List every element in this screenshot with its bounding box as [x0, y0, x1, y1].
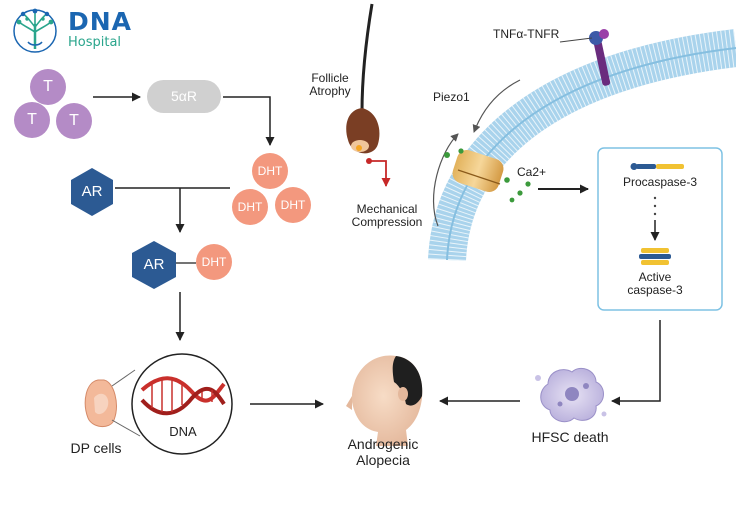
dht-label: DHT: [237, 200, 263, 214]
dht-label: DHT: [257, 164, 283, 178]
ar-complex-label: AR: [143, 256, 165, 273]
ar-label: AR: [81, 183, 103, 200]
procaspase-3-label: Procaspase-3: [622, 175, 698, 189]
follicle-atrophy-label: Follicle Atrophy: [309, 71, 351, 98]
dp-cells-icon: [84, 369, 141, 437]
hair-follicle-icon: [346, 3, 380, 154]
hfsc-dying-cell-icon: [535, 367, 607, 423]
tnf-receptor-label: TNFα-TNFR: [493, 27, 560, 41]
calcium-label: Ca2+: [517, 165, 547, 179]
brand-logo: DNA Hospital: [68, 8, 132, 50]
caspase-box: [597, 147, 723, 311]
dht-molecule: [275, 187, 311, 223]
5ar-enzyme: [147, 80, 221, 113]
balding-head-icon: [346, 355, 423, 446]
dht-label: DHT: [280, 198, 306, 212]
dna-label: DNA: [169, 424, 197, 439]
calcium-ions: [444, 148, 531, 203]
brand-name: DNA: [68, 7, 133, 36]
testosterone-cluster: [14, 69, 92, 139]
testosterone-molecule: [14, 102, 50, 138]
dp-cells-label: DP cells: [70, 440, 122, 456]
testosterone-label: T: [69, 112, 79, 129]
logo-tree-icon: [13, 8, 57, 53]
dna-helix-icon: [131, 353, 233, 455]
tnf-receptor-icon: [589, 29, 611, 86]
arrow-compression-to-piezo1: [432, 133, 459, 227]
procaspase-dots: [653, 196, 657, 216]
dht-molecule: [232, 189, 268, 225]
testosterone-label: T: [43, 78, 53, 95]
dht-molecule: [252, 153, 288, 189]
arrow-5ar-to-dht: [223, 96, 275, 146]
arrow-caspase-to-hfsc: [611, 320, 661, 406]
5ar-label: 5αR: [171, 88, 197, 104]
piezo1-label: Piezo1: [433, 90, 470, 104]
dht-cluster: [232, 153, 311, 225]
mechanical-compression-label: Mechanical Compression: [351, 202, 423, 229]
brand-subtitle: Hospital: [68, 35, 122, 50]
androgen-receptor: [71, 168, 113, 216]
piezo1-channel-icon: [452, 150, 504, 192]
compression-origin-dot: [366, 158, 372, 164]
tnf-label-leader: [559, 37, 593, 43]
testosterone-molecule: [30, 69, 66, 105]
testosterone-molecule: [56, 103, 92, 139]
active-caspase-3-icon: [639, 248, 671, 265]
androgenic-alopecia-label: Androgenic Alopecia: [347, 436, 419, 469]
arrow-tnf-to-piezo1: [472, 79, 521, 133]
active-caspase-3-label: Active caspase-3: [627, 270, 683, 297]
complex-dht-label: DHT: [201, 255, 227, 269]
ar-dht-complex-dht: [196, 244, 232, 280]
arrow-mechanical-compression: [369, 160, 391, 187]
testosterone-label: T: [27, 111, 37, 128]
cell-membrane: [428, 29, 736, 262]
ar-dht-complex-receptor: [132, 241, 176, 289]
hfsc-death-label: HFSC death: [531, 429, 609, 445]
procaspase-3-icon: [630, 163, 684, 170]
